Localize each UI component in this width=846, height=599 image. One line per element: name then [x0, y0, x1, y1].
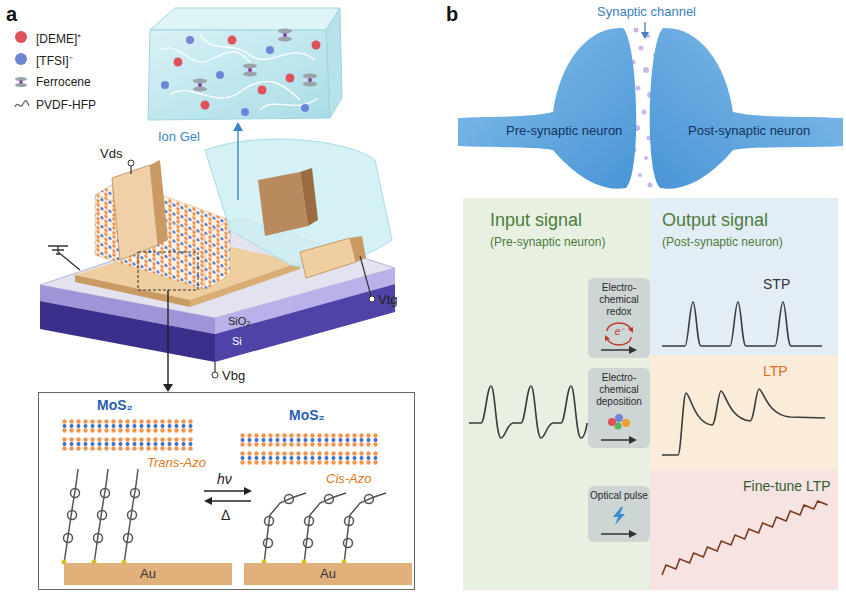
text-slot: Synaptic channel: [597, 4, 696, 19]
panel-subheading: (Post-synaptic neuron): [662, 235, 783, 249]
gold-electrode: Au: [244, 563, 412, 585]
neuron-shape: [643, 22, 843, 194]
text-slot: Vtg: [378, 292, 398, 307]
response-band: LTP: [650, 355, 838, 470]
inset-illustration: [39, 393, 414, 589]
process-arrow: [599, 345, 639, 355]
process-label: Electro-chemical redox: [590, 282, 648, 318]
text-slot: Pre-synaptic neuron: [506, 123, 622, 138]
layer-label: Si: [232, 335, 242, 347]
response-label: LTP: [763, 363, 788, 379]
legend-text: [TFSI]⁻: [36, 52, 73, 69]
polymer-chain-symbol: [14, 99, 30, 111]
process-label: Electro-chemical deposition: [590, 372, 648, 408]
text-slot: PVDF-HFP: [36, 98, 96, 112]
node-heading: Ion Gel: [158, 129, 200, 144]
neuron-label: Post-synaptic neuron: [688, 123, 810, 138]
electrode-label: Au: [244, 566, 412, 581]
panel-letter: a: [6, 3, 17, 26]
text-slot: Cis-Azo: [326, 471, 372, 486]
panel-letter: b: [446, 3, 458, 26]
text-slot: (Post-synaptic neuron): [662, 235, 783, 249]
process-arrow: [599, 529, 639, 539]
inset-box: MoS₂ Trans-Azo hνΔ MoS₂ Cis-AzoAu Au: [38, 392, 415, 590]
legend-text: [DEME]⁺: [36, 30, 81, 47]
layer-label: MoS₂: [97, 397, 133, 413]
text-slot: Ion Gel: [158, 129, 200, 144]
text-slot: MoS₂: [289, 407, 325, 423]
neuron-shape: [458, 22, 643, 194]
molecule-label: Trans-Azo: [147, 455, 206, 470]
text-slot: Trans-Azo: [147, 455, 206, 470]
text-slot: [DEME]⁺: [36, 30, 81, 47]
neuron-shape: Post-synaptic neuron: [643, 22, 843, 194]
text-slot: Δ: [221, 507, 230, 523]
molecule-label: Cis-Azo: [326, 471, 372, 486]
ltp-waveform: [650, 355, 838, 470]
text-slot: Output signal: [662, 210, 768, 231]
process-arrow: [599, 435, 639, 445]
text-slot: Si: [232, 335, 242, 347]
terminal-label: Vds: [100, 146, 122, 161]
neuron-label: Pre-synaptic neuron: [506, 123, 622, 138]
process-box: Optical pulse: [588, 486, 650, 542]
icon-holder: [602, 410, 636, 434]
legend-swatch: [15, 31, 27, 43]
text-slot: b: [446, 3, 458, 26]
neuron-shape: Pre-synaptic neuron: [458, 22, 643, 194]
text-slot: Au: [64, 566, 232, 581]
ion-gel-cube: [148, 8, 342, 120]
panel-subheading: (Pre-synaptic neuron): [490, 235, 605, 249]
electron-label: e⁻: [602, 320, 636, 344]
icon-holder: [602, 504, 636, 528]
terminal-label: Vbg: [222, 368, 245, 383]
text-slot: SiO₂: [228, 315, 251, 327]
ion-gel-box: Ion Gel: [140, 5, 340, 123]
device: [40, 122, 395, 392]
light-symbol: hν: [217, 471, 232, 487]
process-box: Electro-chemical redox e⁻: [588, 278, 650, 358]
terminal-label: Vtg: [378, 292, 398, 307]
electrode-label: Au: [64, 566, 232, 581]
panel-heading: Output signal: [662, 210, 768, 231]
response-band: Output signal (Post-synaptic neuron) STP: [650, 198, 838, 355]
layer-label: MoS₂: [289, 407, 325, 423]
legend-swatch: [14, 76, 30, 88]
response-label: STP: [763, 276, 790, 292]
text-slot: Vbg: [222, 368, 245, 383]
legend-text: Ferrocene: [36, 75, 91, 89]
icon-holder: e⁻: [602, 320, 636, 344]
text-slot: LTP: [763, 363, 788, 379]
text-slot: a: [6, 3, 17, 26]
legend-text: PVDF-HFP: [36, 98, 96, 112]
panel-heading: Input signal: [490, 210, 582, 231]
layer-label: SiO₂: [228, 315, 251, 327]
text-slot: STP: [763, 276, 790, 292]
process-box: Electro-chemical deposition: [588, 368, 650, 448]
text-slot: [TFSI]⁻: [36, 52, 73, 69]
text-slot: Input signal: [490, 210, 582, 231]
text-slot: Ferrocene: [36, 75, 91, 89]
response-band: Fine-tune LTP: [650, 470, 838, 590]
text-slot: Vds: [100, 146, 122, 161]
text-slot: Au: [244, 566, 412, 581]
response-label: Fine-tune LTP: [743, 478, 831, 494]
legend-swatch: [15, 53, 27, 65]
deposition-icon: [602, 412, 636, 432]
text-slot: MoS₂: [97, 397, 133, 413]
gold-electrode: Au: [64, 563, 232, 585]
callout-label: Synaptic channel: [597, 4, 696, 19]
text-slot: hν: [217, 471, 232, 487]
light-pulse-icon: [602, 506, 636, 526]
ferrocene-symbol: [14, 76, 28, 88]
process-label: Optical pulse: [590, 490, 648, 502]
text-slot: (Pre-synaptic neuron): [490, 235, 605, 249]
heat-symbol: Δ: [221, 507, 230, 523]
text-slot: Fine-tune LTP: [743, 478, 831, 494]
legend-swatch: [14, 99, 30, 111]
text-slot: Post-synaptic neuron: [688, 123, 810, 138]
